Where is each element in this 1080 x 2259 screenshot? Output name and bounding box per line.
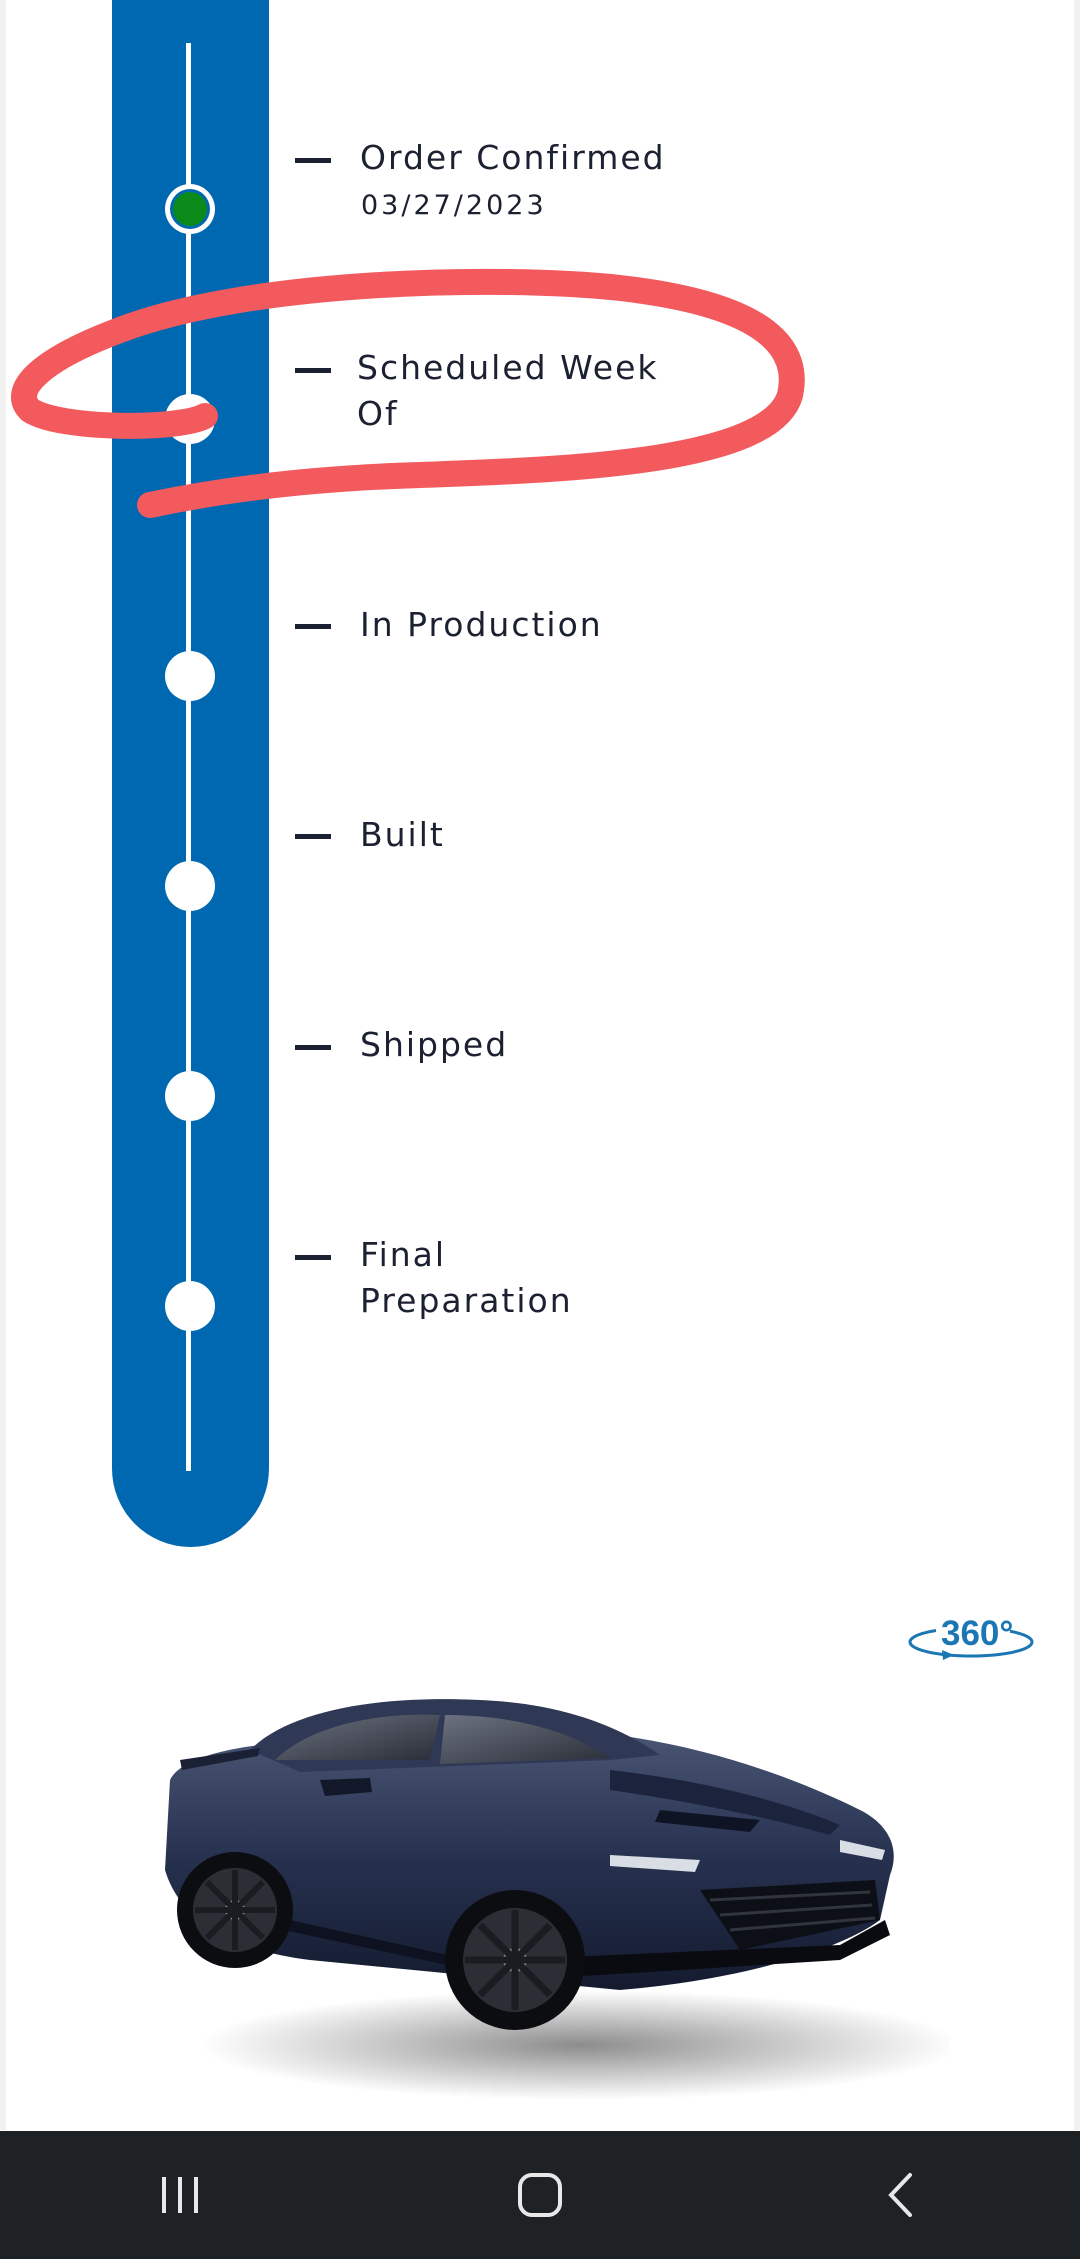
rear-wheel [177,1852,293,1968]
front-wheel [445,1890,585,2030]
recent-apps-icon [162,2177,198,2213]
step-label-final-preparation: Final Preparation [360,1235,573,1320]
rotate-360-icon [908,1616,1034,1660]
step-label-in-production: In Production [360,605,603,644]
vehicle-image [165,1699,950,2100]
step-complete-indicator [173,192,207,226]
timeline-line [186,43,191,1471]
step-date-order-confirmed: 03/27/2023 [361,190,547,221]
step-dot-order-confirmed [165,184,215,234]
step-dash [295,1255,331,1260]
step-dash [295,368,331,373]
step-dash [295,834,331,839]
recent-apps-button[interactable] [120,2155,240,2235]
view-360-label: 360° [941,1614,1014,1653]
step-label-order-confirmed: Order Confirmed [360,138,666,177]
step-label-scheduled-week-of: Scheduled Week Of [357,348,659,433]
step-label-built: Built [360,815,445,854]
step-dot-final-preparation [165,1281,215,1331]
step-dot-shipped [165,1071,215,1121]
home-button[interactable] [480,2155,600,2235]
view-360-button[interactable]: 360° [906,1610,1036,1670]
step-dot-built [165,861,215,911]
page-edge [0,0,6,2130]
step-dash [295,1045,331,1050]
step-dash [295,624,331,629]
back-icon [888,2173,912,2217]
back-button[interactable] [840,2155,960,2235]
page-edge [1074,0,1080,2130]
system-navigation-bar [0,2131,1080,2259]
home-icon [518,2173,562,2217]
step-dash [295,158,331,163]
step-dot-scheduled-week-of [165,394,215,444]
step-dot-in-production [165,651,215,701]
step-label-shipped: Shipped [360,1025,509,1064]
